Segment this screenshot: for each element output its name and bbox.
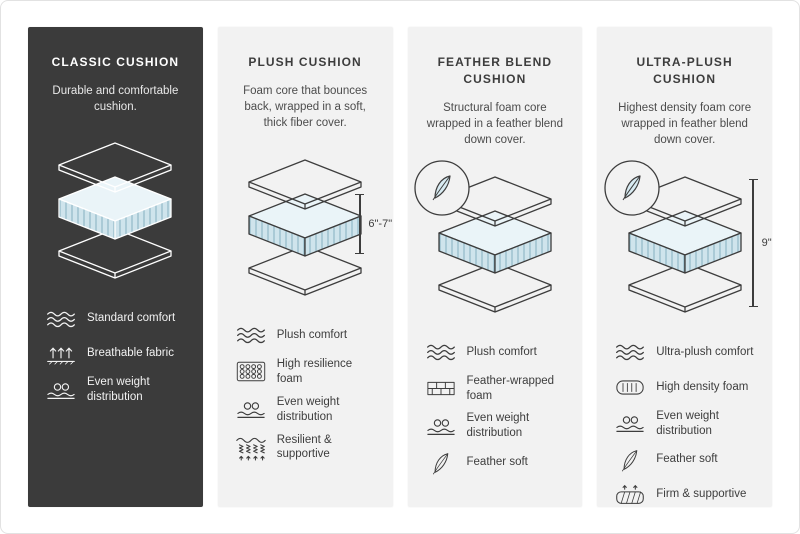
measure-line bbox=[359, 194, 361, 253]
measure-bracket bbox=[355, 193, 365, 254]
waves-icon bbox=[613, 342, 647, 362]
springs-icon bbox=[234, 434, 268, 461]
feature-label: Feather-wrapped foam bbox=[466, 374, 555, 402]
feature-label: Firm & supportive bbox=[656, 488, 747, 501]
feature-list: Plush comfort High resilience foam Even … bbox=[234, 322, 377, 471]
feather-icon bbox=[424, 451, 458, 475]
measure-label: 6"-7" bbox=[368, 217, 393, 230]
panel-description: Highest density foam core wrapped in fea… bbox=[618, 101, 752, 147]
feature-row: Ultra-plush comfort bbox=[613, 339, 756, 366]
panel-description: Structural foam core wrapped in a feathe… bbox=[426, 101, 563, 147]
panel-title: ULTRA-PLUSH CUSHION bbox=[636, 55, 733, 86]
foam-bricks-icon bbox=[424, 378, 458, 399]
feather-icon bbox=[613, 448, 647, 472]
waves-icon bbox=[234, 325, 268, 345]
panel-classic-cushion: CLASSIC CUSHION Durable and comfortable … bbox=[28, 27, 203, 507]
panel-feather-blend-cushion: FEATHER BLEND CUSHION Structural foam co… bbox=[407, 27, 583, 507]
density-foam-icon bbox=[613, 377, 647, 398]
panel-plush-cushion: PLUSH CUSHION Foam core that bounces bac… bbox=[217, 27, 393, 507]
panel-description: Foam core that bounces back, wrapped in … bbox=[243, 84, 368, 130]
feature-row: High density foam bbox=[613, 374, 756, 401]
feature-row: Feather-wrapped foam bbox=[424, 374, 567, 404]
even-weight-icon bbox=[424, 416, 458, 437]
feature-row: High resilience foam bbox=[234, 357, 377, 387]
waves-icon bbox=[44, 309, 78, 329]
measure-bracket bbox=[748, 178, 758, 307]
feature-row: Firm & supportive bbox=[613, 481, 756, 508]
cushion-layers-illustration bbox=[45, 141, 185, 281]
feather-badge bbox=[414, 159, 470, 216]
measure-line bbox=[752, 179, 754, 306]
height-measurement: 6"-7" bbox=[355, 193, 393, 254]
feature-label: Even weight distribution bbox=[656, 409, 719, 437]
feature-row: Even weight distribution bbox=[424, 411, 567, 441]
feature-list: Ultra-plush comfort High density foam Ev… bbox=[613, 339, 756, 517]
feature-label: Even weight distribution bbox=[276, 395, 340, 423]
feature-label: Even weight distribution bbox=[466, 412, 530, 440]
even-weight-icon bbox=[234, 399, 268, 420]
feature-label: Feather soft bbox=[656, 453, 718, 466]
cushion-diagram: 9" bbox=[603, 159, 772, 315]
even-weight-icon bbox=[613, 413, 647, 434]
feature-row: Feather soft bbox=[613, 446, 756, 473]
firm-support-icon bbox=[613, 483, 647, 506]
feature-list: Plush comfort Feather-wrapped foam Even … bbox=[424, 339, 567, 485]
measure-label: 9" bbox=[761, 236, 772, 249]
feature-label: Feather soft bbox=[466, 456, 528, 469]
feature-label: Even weight distribution bbox=[87, 376, 150, 404]
cushion-layers-illustration bbox=[235, 158, 375, 298]
feature-row: Plush comfort bbox=[234, 322, 377, 349]
feature-row: Resilient & supportive bbox=[234, 433, 377, 463]
feature-row: Standard comfort bbox=[44, 305, 187, 332]
feature-label: High resilience foam bbox=[276, 357, 353, 385]
feature-row: Plush comfort bbox=[424, 339, 567, 366]
feature-label: Standard comfort bbox=[87, 312, 176, 325]
cushion-diagram bbox=[45, 141, 185, 281]
feature-list: Standard comfort Breathable fabric Even … bbox=[44, 305, 187, 413]
feature-label: High density foam bbox=[656, 380, 749, 393]
even-weight-icon bbox=[44, 380, 78, 401]
breathable-icon bbox=[44, 342, 78, 365]
cushion-diagram bbox=[414, 159, 565, 315]
feature-row: Even weight distribution bbox=[234, 395, 377, 425]
feature-row: Even weight distribution bbox=[613, 409, 756, 439]
feature-row: Feather soft bbox=[424, 449, 567, 476]
panel-title: PLUSH CUSHION bbox=[248, 55, 362, 69]
feature-label: Ultra-plush comfort bbox=[656, 345, 754, 358]
feature-label: Resilient & supportive bbox=[276, 433, 332, 461]
coil-foam-icon bbox=[234, 360, 268, 383]
waves-icon bbox=[424, 342, 458, 362]
panel-title: FEATHER BLEND CUSHION bbox=[437, 55, 553, 86]
feature-label: Breathable fabric bbox=[87, 347, 174, 360]
feature-label: Plush comfort bbox=[276, 328, 348, 341]
feather-badge bbox=[603, 159, 660, 216]
cushion-diagram: 6"-7" bbox=[235, 158, 392, 298]
panel-description: Durable and comfortable cushion. bbox=[52, 84, 179, 114]
panel-title: CLASSIC CUSHION bbox=[51, 55, 180, 69]
height-measurement: 9" bbox=[748, 178, 772, 307]
feature-row: Breathable fabric bbox=[44, 340, 187, 367]
feature-row: Even weight distribution bbox=[44, 375, 187, 405]
feature-label: Plush comfort bbox=[466, 345, 537, 358]
panel-ultra-plush-cushion: ULTRA-PLUSH CUSHION Highest density foam… bbox=[597, 27, 772, 507]
